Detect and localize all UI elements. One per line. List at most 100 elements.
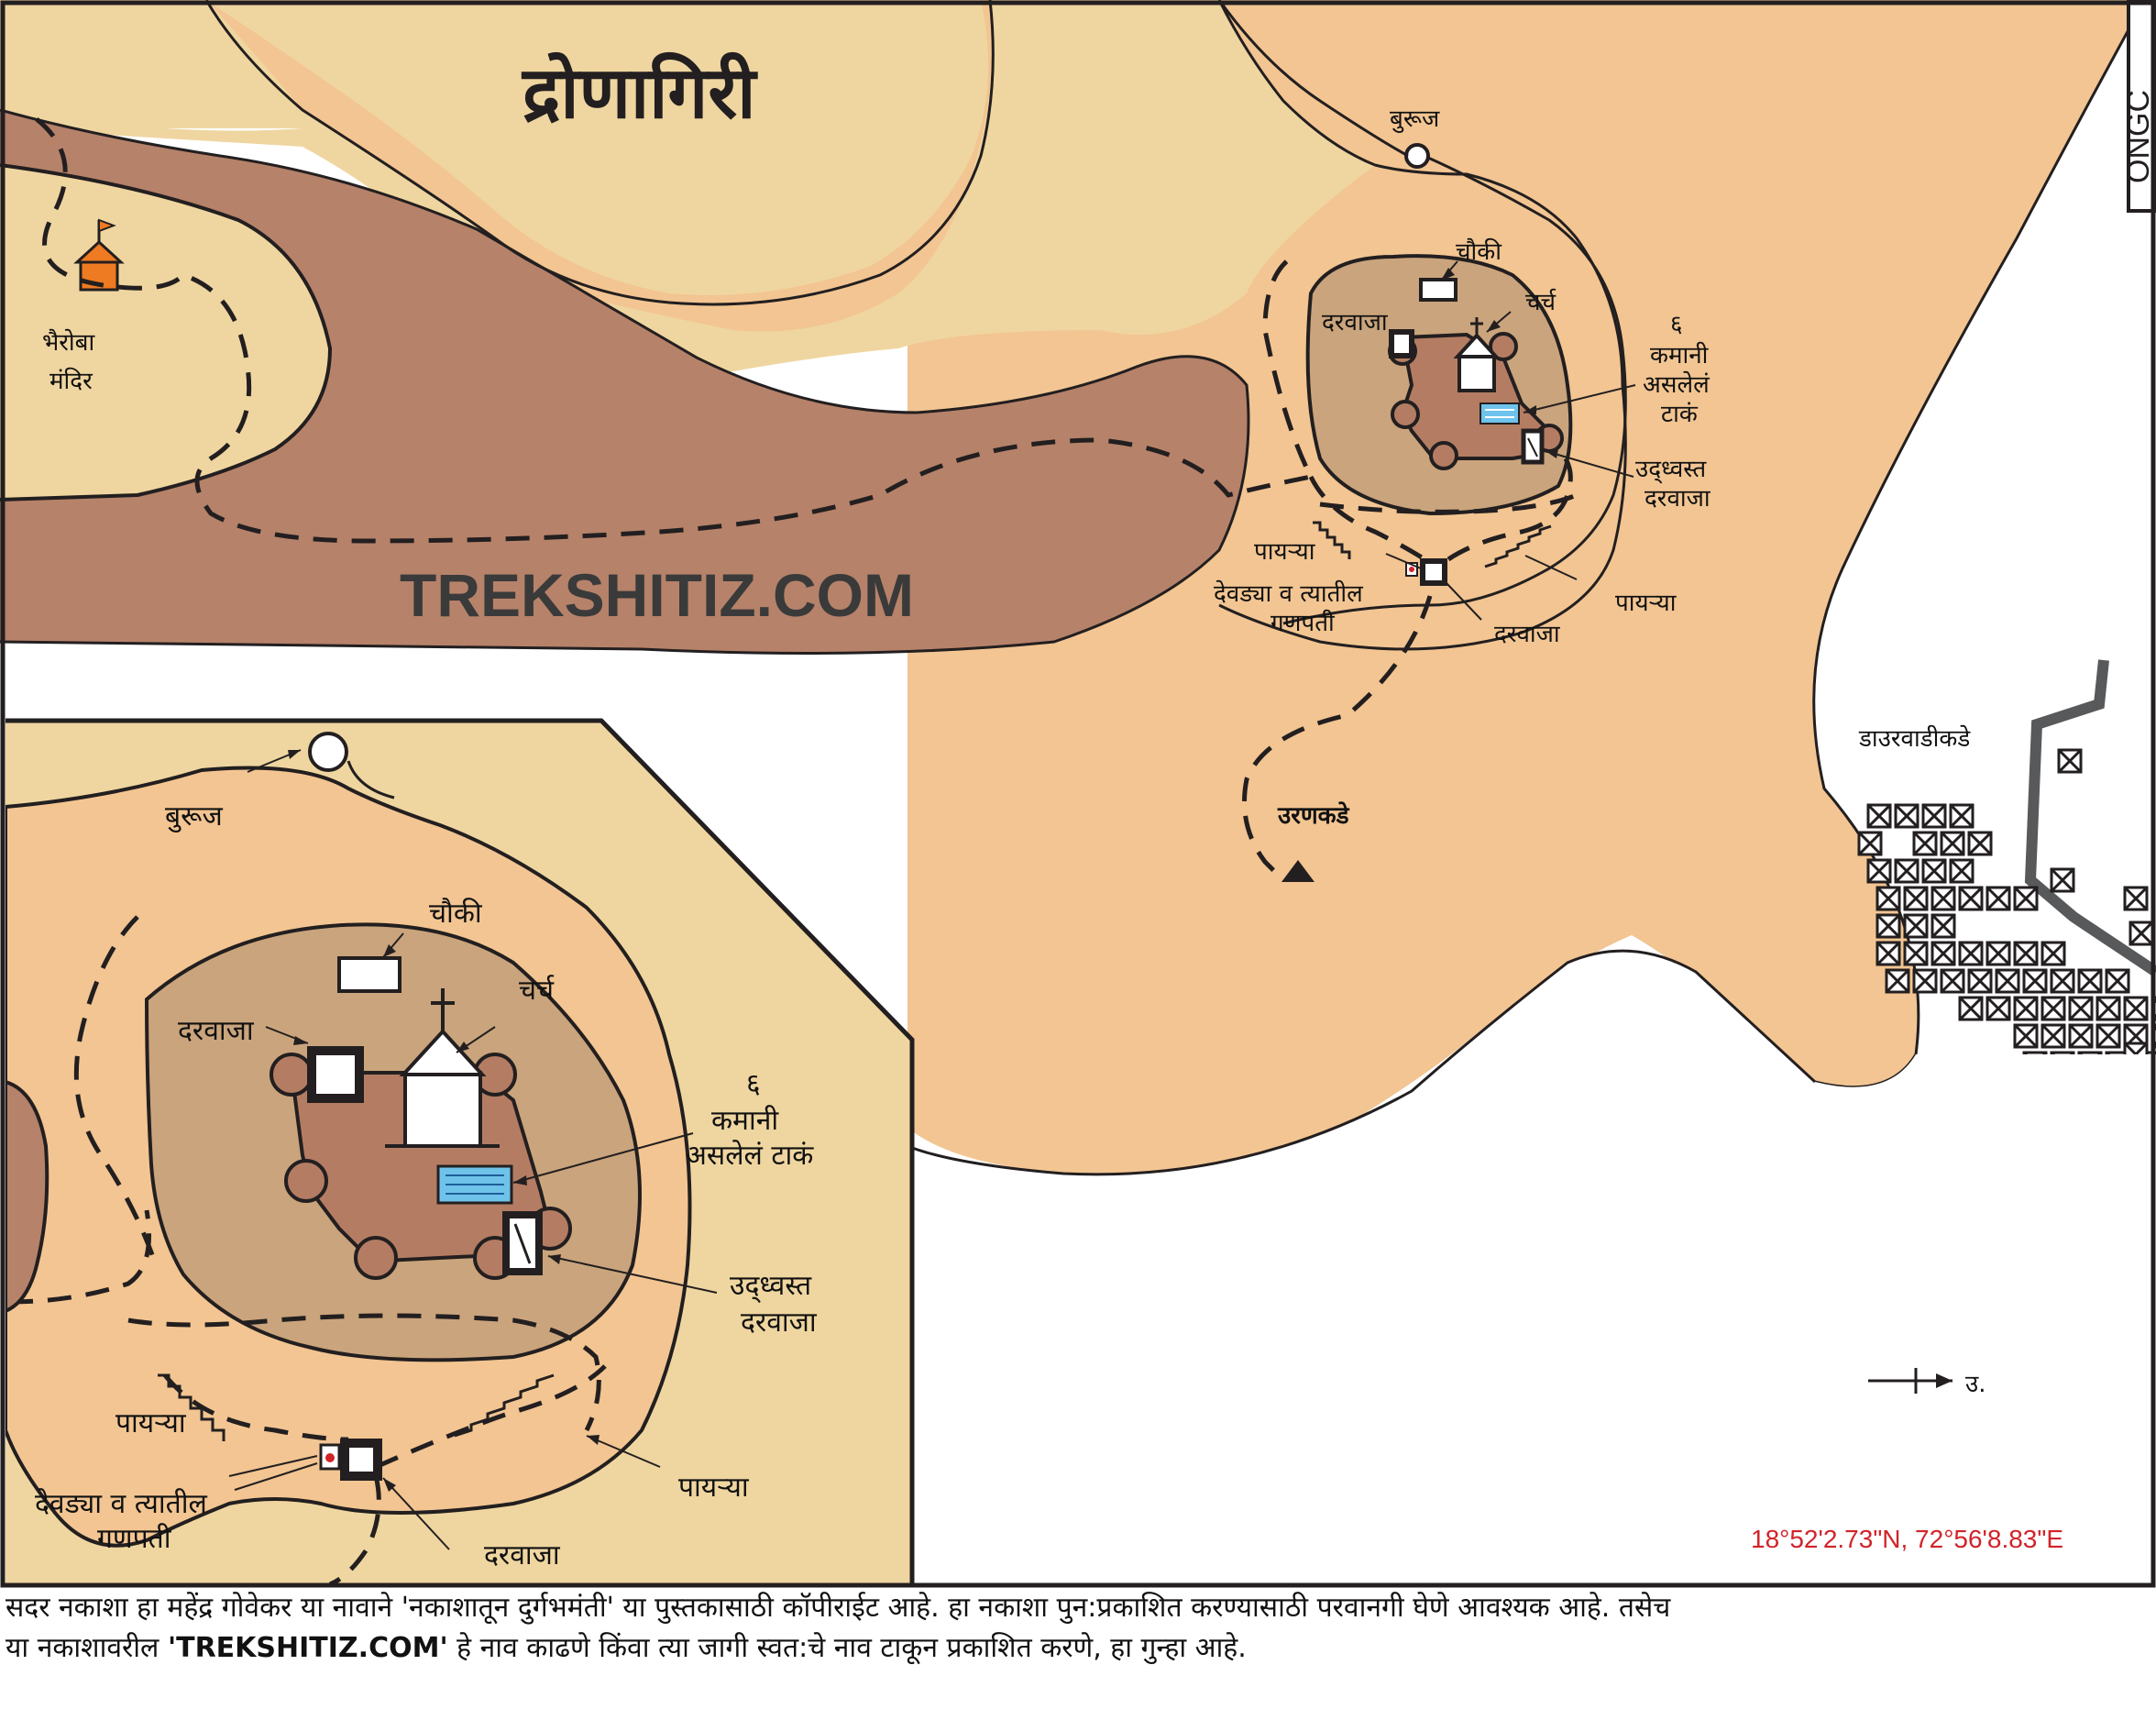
house-icon [1930, 941, 1956, 966]
inset-shrine-label: देवड्या व त्यातील [35, 1488, 207, 1520]
house-icon [2040, 1023, 2066, 1049]
copyright-line-1: सदर नकाशा हा महेंद्र गोवेकर या नावाने 'न… [6, 1592, 1671, 1624]
house-icon [2050, 867, 2075, 893]
tank-label: ६ [1670, 311, 1683, 338]
leader-lines [228, 260, 1636, 1550]
house-icon [1912, 968, 1938, 994]
copyright-site-name: 'TREKSHITIZ.COM' [167, 1632, 448, 1664]
house-icon [1903, 886, 1929, 911]
bastion [1429, 441, 1458, 470]
inset-darwaja-label: दरवाजा [484, 1539, 561, 1571]
shrine-label: देवड्या व त्यातील [1214, 579, 1363, 608]
house-icon [1995, 968, 2020, 994]
house-icon [1876, 886, 1901, 911]
house-icon [1912, 831, 1938, 856]
trail [1308, 447, 1573, 566]
house-icon [2096, 1023, 2121, 1049]
inset-chowki-label: चौकी [429, 898, 483, 930]
copyright-text: या नकाशावरील [6, 1632, 168, 1664]
bastion [270, 1053, 314, 1097]
house-icon [1967, 968, 1993, 994]
house-icon [2040, 996, 2066, 1021]
house-icon [1986, 996, 2011, 1021]
inset-darwaja-label: दरवाजा [178, 1015, 255, 1047]
tank-label: कमानी [1650, 341, 1710, 369]
house-icon [2013, 886, 2039, 911]
inset-border [6, 718, 915, 1584]
house-icon [1940, 968, 1965, 994]
chowki-label: चौकी [1456, 237, 1502, 266]
house-icon [1940, 831, 1965, 856]
contour-plateau [204, 0, 995, 306]
sea-bottom-outline [907, 949, 1817, 1176]
ruined-gate-icon [1521, 428, 1545, 465]
steps-label: पायऱ्या [1615, 590, 1678, 617]
darwaja-label: दरवाजा [1494, 621, 1561, 648]
inset-steps-label: पायऱ्या [116, 1407, 187, 1439]
north-label: उ. [1965, 1371, 1986, 1398]
bottom-gate-icon [1405, 558, 1447, 586]
house-icon [1930, 886, 1956, 911]
inset-tank-label: असलेलं टाकं [686, 1140, 814, 1172]
bhairoba-plateau [0, 165, 330, 500]
house-icon [1866, 803, 1892, 829]
house-icon [1876, 913, 1901, 939]
house-icon [2040, 941, 2066, 966]
tank-label: टाकं [1661, 401, 1699, 428]
ruined-gate-label: दरवाजा [1644, 485, 1711, 513]
contour-slope [1217, 0, 1627, 651]
buruj-outline [1217, 0, 1627, 625]
house-icon [1958, 886, 1984, 911]
inset-trail-down [328, 1475, 381, 1584]
inset-steps-label: पायऱ्या [678, 1472, 750, 1504]
house-icon [1876, 941, 1901, 966]
chowki-icon [1419, 278, 1458, 302]
inset-church-label: चर्च [519, 975, 555, 1007]
bastion [284, 1159, 328, 1203]
trail-fort-ring [1319, 492, 1578, 514]
house-icon [2128, 921, 2154, 946]
house-icon [1903, 913, 1929, 939]
ridge [0, 110, 1248, 654]
house-icon [2013, 1023, 2039, 1049]
watermark: TREKSHITIZ.COM [400, 561, 914, 629]
house-icon [2050, 968, 2075, 994]
bhairoba-label: मंदिर [50, 367, 94, 395]
house-icon [1958, 996, 1984, 1021]
inset-ruined-gate-icon [502, 1211, 543, 1275]
house-icon [2123, 886, 2149, 911]
steps-label: पायऱ्या [1254, 538, 1316, 566]
house-icon [2022, 968, 2048, 994]
house-icon [1866, 858, 1892, 884]
house-icon [1949, 803, 1974, 829]
trek-map: ONGC [0, 0, 2156, 1588]
house-icon [2123, 996, 2149, 1021]
bastion [354, 1236, 398, 1280]
inset-ridge-edge [6, 1079, 50, 1315]
house-icon [2068, 996, 2094, 1021]
house-icon [1885, 968, 1910, 994]
steps-right-icon [1484, 524, 1552, 568]
house-icon [1986, 886, 2011, 911]
bhairoba-outline [0, 163, 333, 502]
house-icon [1921, 803, 1947, 829]
inset-church-icon [385, 988, 500, 1148]
inset-water-tank-icon [436, 1164, 513, 1205]
house-icon [2013, 996, 2039, 1021]
inset-tank-label: ६ [746, 1068, 761, 1100]
ruined-gate-label: उद्‌ध्वस्त [1635, 456, 1707, 484]
inset-darwaja-gate-icon [307, 1046, 364, 1103]
house-icon [1958, 941, 1984, 966]
tank-label: असलेलं [1643, 370, 1710, 399]
house-icon [2096, 996, 2121, 1021]
map-frame [0, 0, 2156, 1588]
bhairoba-temple-icon [73, 218, 125, 292]
map-title: द्रोणागिरी [521, 51, 758, 135]
inset-tank-label: कमानी [711, 1105, 779, 1137]
house-icon [2077, 968, 2103, 994]
trail-to-uran [1242, 595, 1433, 882]
inset-ruined-gate-label: उद्‌ध्वस्त [730, 1270, 812, 1303]
copyright-line-2: या नकाशावरील 'TREKSHITIZ.COM' हे नाव काढ… [0, 1628, 2156, 1669]
shore-outline [1812, 0, 2147, 1089]
house-icon [1930, 913, 1956, 939]
